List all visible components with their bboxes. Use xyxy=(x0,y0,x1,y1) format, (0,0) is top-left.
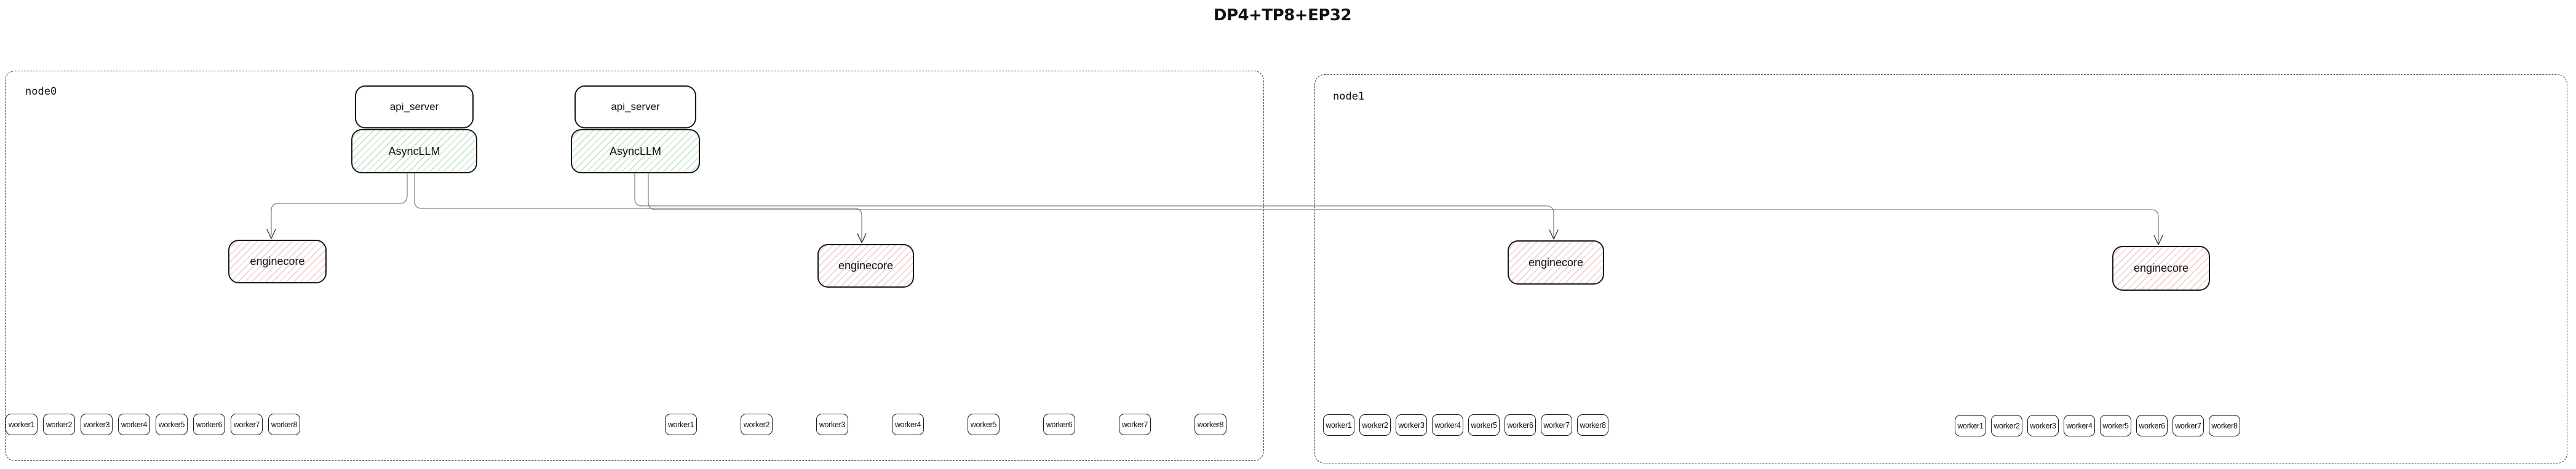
worker-box: worker6 xyxy=(1505,414,1536,436)
diagram-title: DP4+TP8+EP32 xyxy=(1213,6,1352,25)
worker-box: worker2 xyxy=(741,414,773,435)
worker-box: worker4 xyxy=(2064,415,2095,436)
worker-box: worker3 xyxy=(81,414,113,435)
asyncllm-box-1: AsyncLLM xyxy=(351,129,477,173)
worker-box: worker5 xyxy=(968,414,1000,435)
asyncllm-box-2: AsyncLLM xyxy=(571,129,700,173)
worker-box: worker5 xyxy=(2100,415,2131,436)
worker-box: worker8 xyxy=(268,414,300,435)
worker-box: worker3 xyxy=(2027,415,2059,436)
node0-container: node0 api_server AsyncLLM api_server Asy… xyxy=(5,71,1264,461)
worker-box: worker7 xyxy=(1119,414,1151,435)
worker-box: worker2 xyxy=(1991,415,2022,436)
node1-label: node1 xyxy=(1333,90,1365,103)
worker-box: worker6 xyxy=(193,414,225,435)
enginecore-box-4: enginecore xyxy=(2112,246,2210,291)
node0-label: node0 xyxy=(25,85,57,98)
worker-box: worker5 xyxy=(156,414,188,435)
worker-box: worker7 xyxy=(1541,414,1572,436)
node0-worker-group-1: worker1 worker2 worker3 worker4 worker5 … xyxy=(6,414,300,435)
worker-box: worker7 xyxy=(2173,415,2204,436)
worker-box: worker1 xyxy=(1955,415,1986,436)
worker-box: worker6 xyxy=(1043,414,1075,435)
api-server-box-2: api_server xyxy=(574,85,696,128)
node0-worker-group-2: worker1 worker2 worker3 worker4 worker5 … xyxy=(665,414,1226,435)
worker-box: worker8 xyxy=(1577,414,1608,436)
node1-worker-group-1: worker1 worker2 worker3 worker4 worker5 … xyxy=(1323,414,1608,436)
worker-box: worker4 xyxy=(118,414,150,435)
worker-box: worker1 xyxy=(6,414,38,435)
worker-box: worker7 xyxy=(231,414,263,435)
node1-worker-group-2: worker1 worker2 worker3 worker4 worker5 … xyxy=(1955,415,2240,436)
worker-box: worker2 xyxy=(43,414,75,435)
worker-box: worker3 xyxy=(816,414,848,435)
worker-box: worker8 xyxy=(2209,415,2240,436)
node1-container: node1 enginecore enginecore worker1 work… xyxy=(1314,74,2567,463)
worker-box: worker4 xyxy=(892,414,924,435)
api-server-box-1: api_server xyxy=(355,85,474,128)
worker-box: worker6 xyxy=(2136,415,2168,436)
worker-box: worker3 xyxy=(1396,414,1427,436)
worker-box: worker1 xyxy=(665,414,697,435)
worker-box: worker4 xyxy=(1432,414,1463,436)
enginecore-box-1: enginecore xyxy=(228,240,327,283)
worker-box: worker8 xyxy=(1195,414,1226,435)
worker-box: worker1 xyxy=(1323,414,1354,436)
worker-box: worker2 xyxy=(1359,414,1391,436)
enginecore-box-3: enginecore xyxy=(1508,240,1604,285)
worker-box: worker5 xyxy=(1468,414,1500,436)
enginecore-box-2: enginecore xyxy=(817,244,914,288)
